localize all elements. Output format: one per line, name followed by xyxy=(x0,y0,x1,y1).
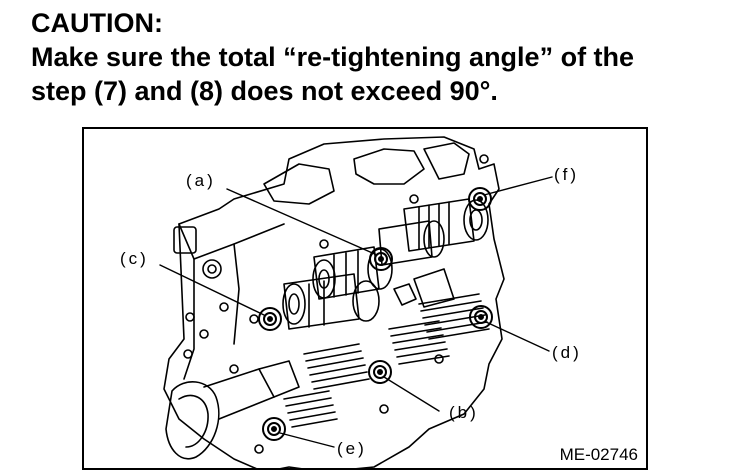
cam-lobes-upper xyxy=(378,198,489,266)
callout-c: (c) xyxy=(120,249,149,268)
caution-line-1: Make sure the total “re-tightening angle… xyxy=(31,42,635,72)
cam-lobes-middle xyxy=(312,246,393,300)
callout-b: (b) xyxy=(449,403,479,422)
valve-springs xyxy=(283,268,490,428)
bolt-e xyxy=(262,417,286,441)
callout-f: (f) xyxy=(554,165,580,184)
cylinder-head-drawing xyxy=(159,136,553,468)
head-outline xyxy=(163,136,505,468)
bolt-b xyxy=(368,360,392,384)
top-port-right xyxy=(353,148,425,185)
leader-lines xyxy=(159,176,553,448)
callout-e: (e) xyxy=(337,439,367,458)
left-boss xyxy=(173,226,197,254)
bolts xyxy=(258,187,493,441)
figure-id: ME-02746 xyxy=(559,445,638,464)
bolt-f xyxy=(468,187,492,211)
bolt-c xyxy=(258,307,282,331)
top-port-edge xyxy=(423,142,470,180)
cam-lobes-lower xyxy=(282,273,380,330)
left-face xyxy=(178,223,195,380)
bolt-a xyxy=(369,247,393,271)
top-port-left xyxy=(263,163,335,205)
callout-a: (a) xyxy=(186,171,216,190)
cylinder-head-figure: (a) (b) (c) (d) (e) (f) ME-02746 xyxy=(82,127,648,470)
intake-flange xyxy=(165,381,220,460)
caution-heading: CAUTION: xyxy=(31,8,163,38)
callout-d: (d) xyxy=(552,343,582,362)
caution-block: CAUTION: Make sure the total “re-tighten… xyxy=(31,6,634,108)
bolt-d xyxy=(469,305,493,329)
caution-line-2: step (7) and (8) does not exceed 90°. xyxy=(31,76,498,106)
